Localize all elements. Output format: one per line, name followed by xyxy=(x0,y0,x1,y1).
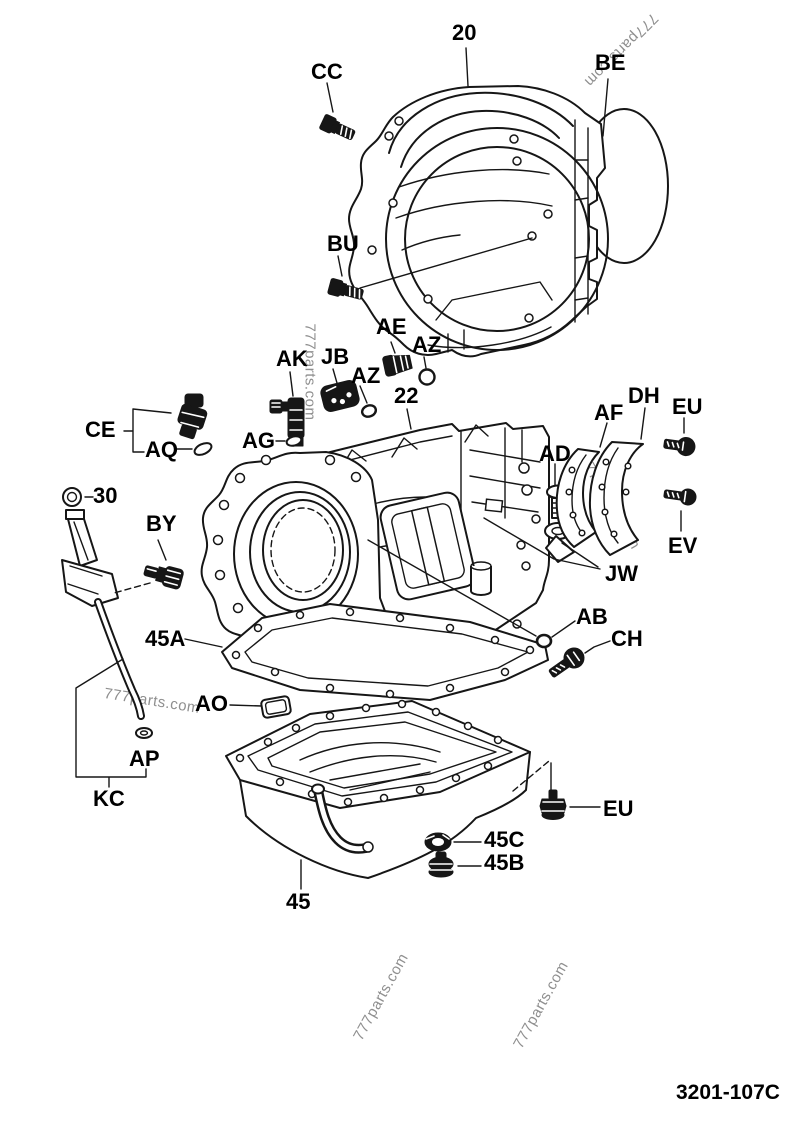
callout-ao: AO xyxy=(195,691,228,716)
ag-oring-glyph xyxy=(285,435,303,447)
callout-eu-top: EU xyxy=(672,394,703,419)
callout-by: BY xyxy=(146,511,177,536)
callout-jw: JW xyxy=(605,561,638,586)
eu-bottom-bolt-glyph xyxy=(539,789,567,820)
callout-be: BE xyxy=(595,50,626,75)
callout-jb: JB xyxy=(321,344,350,369)
callout-45: 45 xyxy=(286,889,311,914)
ev-screw-glyph xyxy=(663,488,697,506)
callout-ab: AB xyxy=(576,604,608,629)
eu-top-bolt-glyph xyxy=(663,437,696,457)
callout-45a: 45A xyxy=(145,626,186,651)
cc-bolt-glyph xyxy=(319,114,356,140)
bell-housing xyxy=(348,85,609,358)
callout-eu-bottom: EU xyxy=(603,796,634,821)
callout-ch: CH xyxy=(611,626,643,651)
dh-plate-glyph xyxy=(588,441,644,556)
callout-bu: BU xyxy=(327,231,359,256)
leader-lines xyxy=(75,47,685,890)
callout-aq: AQ xyxy=(145,437,178,462)
by-sensor-glyph xyxy=(143,565,184,590)
callout-ev: EV xyxy=(668,533,698,558)
ch-bolt-glyph xyxy=(548,647,585,678)
pan-gasket xyxy=(221,603,549,701)
bu-bolt-glyph xyxy=(327,278,364,300)
ce-sensor-glyph xyxy=(177,393,208,440)
drawing-number: 3201-107C xyxy=(676,1081,780,1104)
callout-dh: DH xyxy=(628,383,660,408)
callout-22: 22 xyxy=(394,383,419,408)
ae-plug-glyph xyxy=(382,354,413,377)
callout-ak: AK xyxy=(276,346,308,371)
p45b-plug-glyph xyxy=(428,851,454,878)
callout-20: 20 xyxy=(452,20,477,45)
aq-oring-glyph xyxy=(193,442,213,456)
ao-magnet-glyph xyxy=(260,695,292,719)
callout-45c: 45C xyxy=(484,827,525,852)
callout-ce: CE xyxy=(85,417,116,442)
callout-ae: AE xyxy=(376,314,407,339)
callout-45b: 45B xyxy=(484,850,525,875)
callout-ad: AD xyxy=(539,441,571,466)
af-plate-glyph xyxy=(545,448,600,563)
callout-30: 30 xyxy=(93,483,118,508)
callout-af: AF xyxy=(594,400,624,425)
az-right-oring-glyph xyxy=(418,368,436,386)
callout-ap: AP xyxy=(129,746,160,771)
callout-az-right: AZ xyxy=(412,332,442,357)
dipstick xyxy=(61,487,153,739)
callout-az-left: AZ xyxy=(351,363,381,388)
callout-cc: CC xyxy=(311,59,343,84)
oil-pan xyxy=(225,699,531,879)
p45c-washer-glyph xyxy=(424,832,452,852)
az-left-oring-glyph xyxy=(360,404,378,418)
callout-ag: AG xyxy=(242,428,275,453)
ab-oring-glyph xyxy=(535,633,553,649)
callout-kc: KC xyxy=(93,786,125,811)
